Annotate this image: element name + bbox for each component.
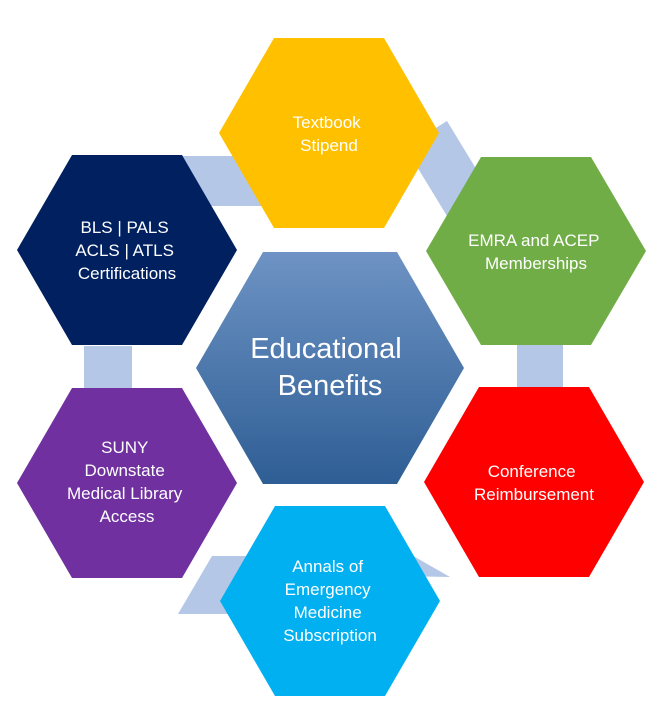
certifications-line-3: Certifications	[78, 264, 176, 283]
library-access-line-3: Medical Library	[67, 484, 183, 503]
svg-text:Conference Reimbursement: Conference Reimbursement	[474, 462, 594, 504]
library-access-line-4: Access	[100, 507, 155, 526]
hexagon-certifications: BLS | PALS ACLS | ATLS Certifications	[17, 155, 237, 345]
annals-subscription-line-2: Emergency	[285, 580, 371, 599]
center-title-line-1: Educational	[250, 333, 402, 365]
conference-reimbursement-line-2: Reimbursement	[474, 485, 594, 504]
annals-subscription-line-4: Subscription	[283, 626, 377, 645]
textbook-stipend-hexagon	[219, 38, 439, 228]
annals-subscription-line-3: Medicine	[294, 603, 362, 622]
hexagon-library-access: SUNY Downstate Medical Library Access	[17, 388, 237, 578]
conference-reimbursement-hexagon	[424, 387, 644, 577]
certifications-line-2: ACLS | ATLS	[75, 241, 174, 260]
hexagon-emra-acep: EMRA and ACEP Memberships	[426, 157, 646, 345]
emra-acep-hexagon	[426, 157, 646, 345]
connector-library-certifications	[84, 346, 132, 390]
emra-acep-line-2: Memberships	[485, 254, 587, 273]
hexagon-textbook-stipend: Textbook Stipend	[219, 38, 439, 228]
svg-text:Annals of Emergency: Annals of Emergency Medicine Subscriptio…	[283, 557, 377, 645]
center-title-line-2: Benefits	[278, 370, 383, 402]
annals-subscription-hexagon	[220, 506, 440, 696]
hexagon-conference-reimbursement: Conference Reimbursement	[424, 387, 644, 577]
svg-text:SUNY Downstate Med: SUNY Downstate Medical Library Access	[67, 438, 187, 526]
certifications-line-1: BLS | PALS	[81, 218, 169, 237]
hexagon-annals-subscription: Annals of Emergency Medicine Subscriptio…	[220, 506, 440, 696]
library-access-line-2: Downstate	[84, 461, 164, 480]
center-hexagon: Educational Benefits	[196, 252, 464, 484]
textbook-stipend-line-2: Stipend	[300, 136, 358, 155]
svg-text:EMRA and ACEP Membership: EMRA and ACEP Memberships	[468, 231, 604, 273]
center-hexagon-shape	[196, 252, 464, 484]
svg-text:BLS | PALS ACLS | ATLS: BLS | PALS ACLS | ATLS Certifications	[75, 218, 178, 283]
library-access-line-1: SUNY	[101, 438, 148, 457]
library-access-hexagon	[17, 388, 237, 578]
svg-text:Textbook Stipend: Textbook Stipend	[293, 113, 366, 155]
textbook-stipend-line-1: Textbook	[293, 113, 362, 132]
svg-text:Educational Benefits: Educational Benefits	[250, 333, 410, 402]
emra-acep-line-1: EMRA and ACEP	[468, 231, 599, 250]
annals-subscription-line-1: Annals of	[292, 557, 363, 576]
conference-reimbursement-line-1: Conference	[488, 462, 576, 481]
certifications-hexagon	[17, 155, 237, 345]
